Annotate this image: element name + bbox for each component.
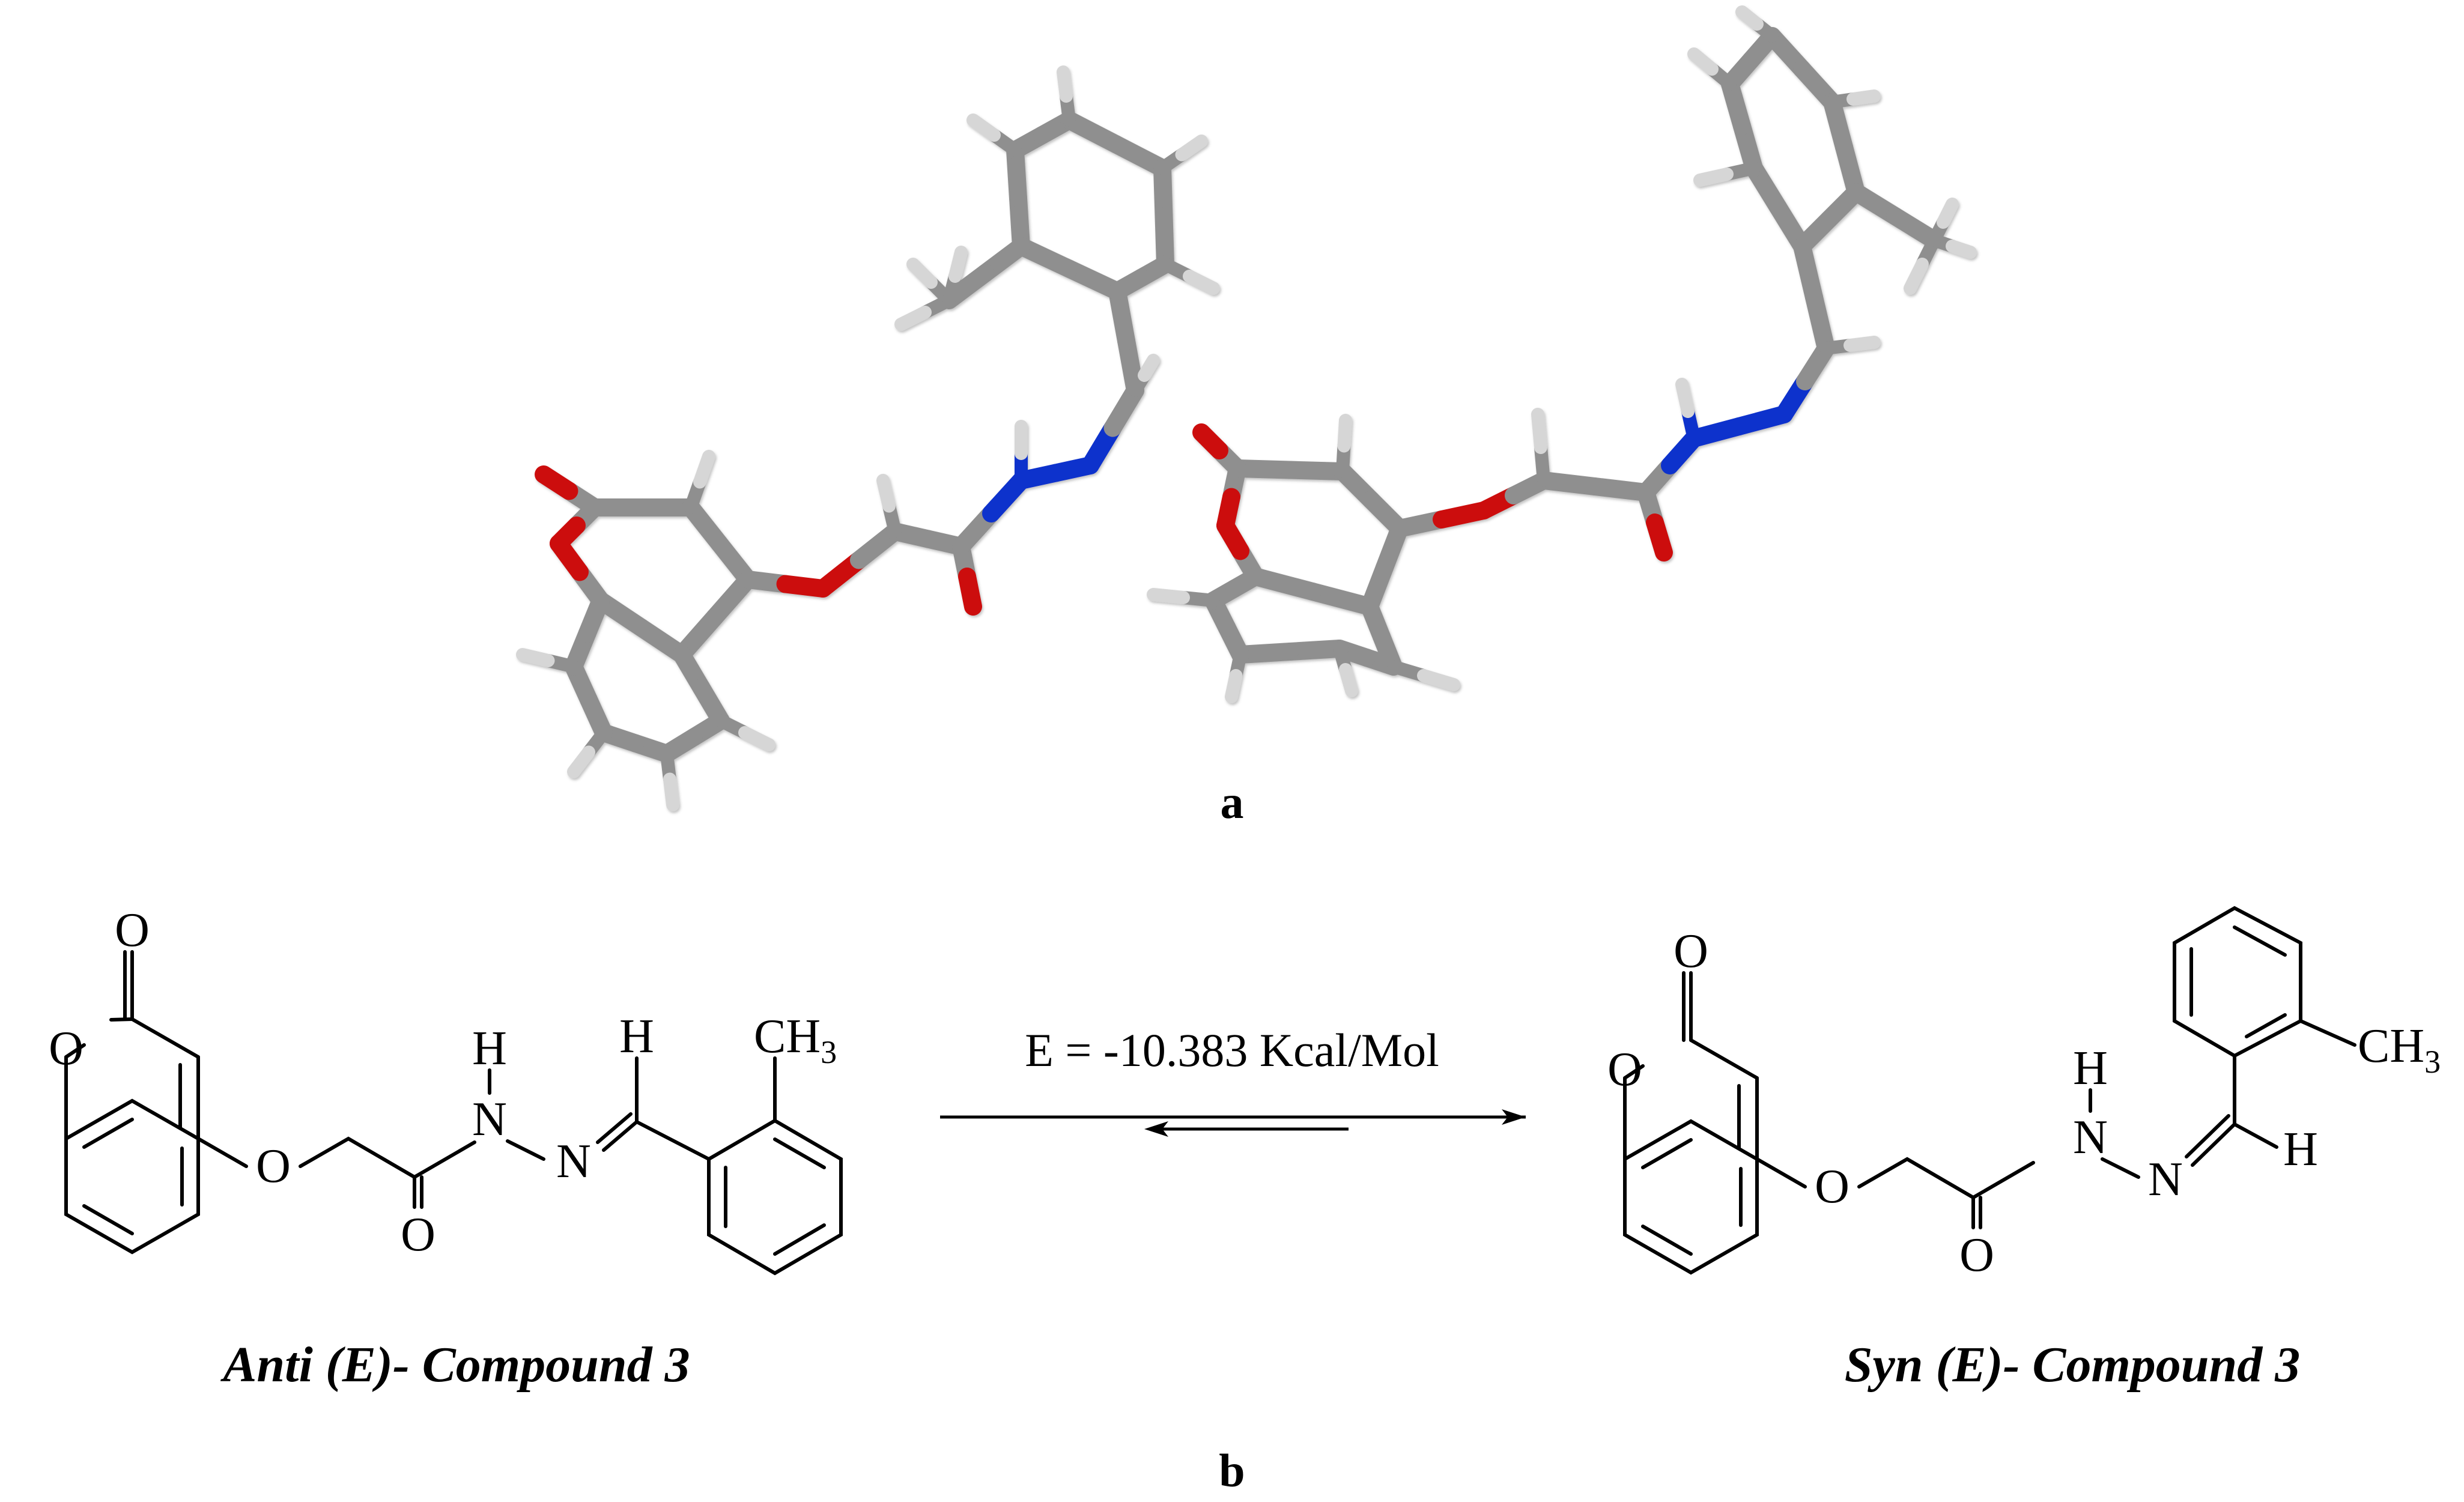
anti-structure-2d: O O O O H N N H CH3 (49, 904, 843, 1276)
h-bond-9-half-2 (1687, 47, 1719, 76)
h-bond-5-half-2 (1531, 408, 1547, 454)
panel-b-label: b (1219, 1444, 1245, 1497)
bond-26-half-2 (1886, 207, 1943, 249)
syn-compound-name: Syn (E)- Compound 3 (1845, 1337, 2300, 1393)
atom-carbonyl-o-left: O (115, 904, 150, 957)
equilibrium-arrows (940, 1109, 1526, 1137)
atom-amide-o-left: O (401, 1208, 435, 1261)
atom-imine-h-left: H (619, 1010, 654, 1063)
h-bond-14-half-2 (1937, 198, 1959, 229)
anti-conformer-3d-model (516, 65, 1220, 811)
bond-10-half-2 (578, 592, 610, 643)
h-bond-14-half-2 (948, 246, 968, 283)
h-bond-4-half-2 (516, 648, 555, 667)
anti-compound-name: Anti (E)- Compound 3 (220, 1337, 690, 1393)
bond-4-half-1 (1303, 583, 1379, 616)
atom-ether-o-right: O (1815, 1160, 1850, 1213)
h-bond-4-half-2 (1147, 588, 1190, 604)
syn-structure-2d: O O O O H N N H CH3 (1607, 906, 2441, 1282)
bond-25-half-2 (1108, 268, 1150, 300)
atom-ether-o-left: O (256, 1140, 291, 1193)
h-bond-9-half-2 (1057, 65, 1073, 103)
h-bond-6-half-2 (1675, 378, 1695, 418)
atom-nh-n-left: N (472, 1093, 507, 1146)
bond-5-half-2 (1216, 516, 1249, 560)
h-bond-8-half-2 (966, 114, 1001, 142)
bond-10-half-2 (1225, 568, 1264, 598)
atom-carbonyl-o-right: O (1674, 925, 1708, 978)
h-bond-10-half-2 (1175, 135, 1208, 162)
atom-nh-h-right: H (2073, 1042, 2108, 1095)
h-bond-11-half-2 (1846, 89, 1881, 106)
energy-label: E = -10.383 Kcal/Mol (1025, 1024, 1439, 1076)
h-bond-0-half-2 (693, 450, 715, 489)
h-bond-12-half-2 (906, 258, 938, 289)
methyl-group-right: CH3 (2358, 1020, 2441, 1080)
bond-5-half-2 (550, 534, 589, 581)
h-bond-3-half-2 (567, 745, 595, 778)
h-bond-0-half-2 (1337, 414, 1352, 453)
atom-imine-n-right: N (2148, 1153, 2183, 1206)
h-bond-5-half-2 (876, 474, 896, 513)
atom-imine-n-left: N (556, 1135, 591, 1188)
atom-amide-o-right: O (1959, 1229, 1994, 1282)
h-bond-2-half-2 (1339, 663, 1358, 697)
bond-11-half-2 (1192, 423, 1228, 459)
atom-nh-n-right: N (2073, 1111, 2108, 1164)
syn-conformer-3d-model (1147, 5, 1977, 703)
bond-15-half-2 (1646, 513, 1673, 562)
bond-25-half-2 (1793, 210, 1838, 255)
h-bond-3-half-2 (1225, 669, 1243, 703)
atom-imine-h-right: H (2283, 1123, 2318, 1176)
h-bond-12-half-2 (1946, 240, 1977, 259)
bond-4-half-2 (1246, 568, 1322, 601)
atom-nh-h-left: H (472, 1022, 507, 1075)
h-bond-1-half-2 (738, 726, 775, 751)
h-bond-7-half-2 (1138, 354, 1160, 382)
h-bond-7-half-2 (1843, 336, 1881, 352)
h-bond-13-half-2 (894, 306, 932, 331)
atom-ring-o-left: O (49, 1022, 83, 1075)
panel-a-label: a (1221, 776, 1244, 828)
atom-ring-o-right: O (1607, 1043, 1642, 1096)
h-bond-11-half-2 (1183, 270, 1220, 295)
methyl-group-left: CH3 (754, 1010, 837, 1070)
h-bond-13-half-2 (1904, 258, 1929, 295)
h-bond-2-half-2 (663, 772, 679, 811)
h-bond-10-half-2 (1735, 5, 1764, 31)
bond-11-half-2 (535, 465, 578, 500)
h-bond-8-half-2 (1693, 168, 1734, 187)
bond-15-half-2 (958, 568, 982, 616)
h-bond-1-half-2 (1417, 669, 1460, 691)
